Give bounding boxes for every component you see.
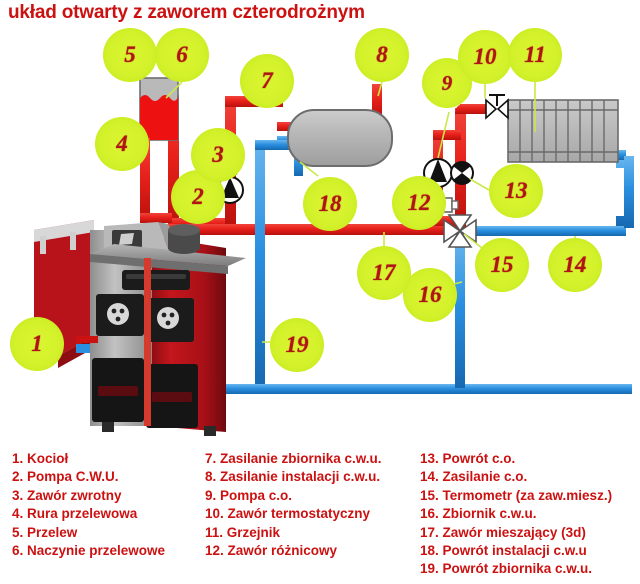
marker-8[interactable]: 8 — [355, 28, 409, 82]
legend-item: 16. Zbiornik c.w.u. — [420, 506, 537, 522]
marker-5[interactable]: 5 — [103, 28, 157, 82]
legend-item: 7. Zasilanie zbiornika c.w.u. — [205, 451, 382, 466]
radiator — [507, 99, 619, 163]
legend-item: 15. Termometr (za zaw.miesz.) — [420, 487, 613, 503]
marker-16[interactable]: 16 — [403, 268, 457, 322]
page-title: układ otwarty z zaworem czterodrożnym — [8, 2, 365, 23]
marker-1[interactable]: 1 — [10, 317, 64, 371]
marker-15[interactable]: 15 — [475, 238, 529, 292]
legend-item: 8. Zasilanie instalacji c.w.u. — [205, 469, 381, 485]
legend-item: 18. Powrót instalacji c.w.u — [420, 543, 587, 559]
legend-item: 17. Zawór mieszający (3d) — [420, 524, 586, 540]
legend-item: 14. Zasilanie c.o. — [420, 469, 528, 485]
legend-item: 3. Zawór zwrotny — [12, 487, 122, 503]
marker-14[interactable]: 14 — [548, 238, 602, 292]
return-valve-symbol — [450, 161, 474, 185]
legend-column-1: 1. Kocioł 2. Pompa C.W.U. 3. Zawór zwrot… — [12, 450, 165, 560]
marker-13[interactable]: 13 — [489, 164, 543, 218]
legend-item: 6. Naczynie przelewowe — [12, 543, 166, 559]
legend-item: 12. Zawór różnicowy — [205, 543, 338, 559]
legend-item: 10. Zawór termostatyczny — [205, 506, 371, 522]
marker-11[interactable]: 11 — [508, 28, 562, 82]
legend-column-3: 13. Powrót c.o. 14. Zasilanie c.o. 15. T… — [420, 450, 612, 579]
marker-19[interactable]: 19 — [270, 318, 324, 372]
marker-18[interactable]: 18 — [303, 177, 357, 231]
legend-item: 1. Kocioł — [12, 451, 69, 466]
thermostatic-valve-symbol — [485, 94, 509, 120]
dhw-tank — [287, 109, 393, 167]
marker-4[interactable]: 4 — [95, 117, 149, 171]
marker-17[interactable]: 17 — [357, 246, 411, 300]
marker-12[interactable]: 12 — [392, 176, 446, 230]
marker-7[interactable]: 7 — [240, 54, 294, 108]
legend-item: 13. Powrót c.o. — [420, 451, 516, 466]
marker-10[interactable]: 10 — [458, 30, 512, 84]
legend-item: 11. Grzejnik — [205, 524, 281, 540]
four-way-mixing-valve-symbol — [443, 214, 477, 248]
legend: 1. Kocioł 2. Pompa C.W.U. 3. Zawór zwrot… — [0, 450, 640, 584]
legend-item: 2. Pompa C.W.U. — [12, 469, 119, 485]
marker-6[interactable]: 6 — [155, 28, 209, 82]
marker-3[interactable]: 3 — [191, 128, 245, 182]
legend-item: 19. Powrót zbiornika c.w.u. — [420, 561, 593, 577]
legend-item: 4. Rura przelewowa — [12, 506, 138, 522]
legend-item: 9. Pompa c.o. — [205, 487, 293, 503]
legend-item: 5. Przelew — [12, 524, 78, 540]
legend-column-2: 7. Zasilanie zbiornika c.w.u. 8. Zasilan… — [205, 450, 382, 560]
